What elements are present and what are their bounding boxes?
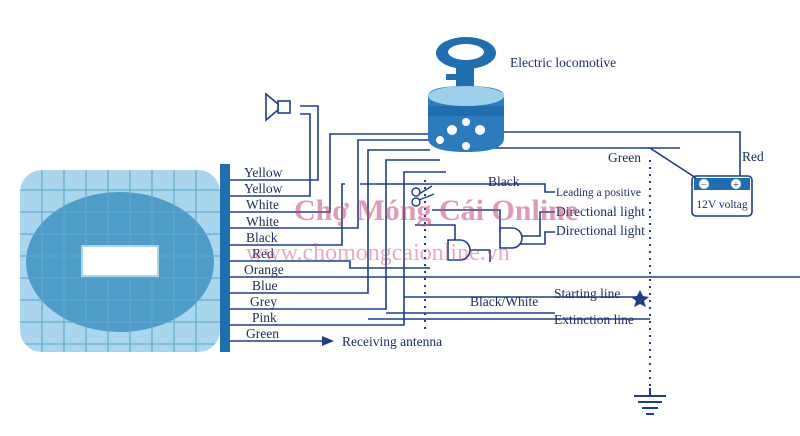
battery-neg-wire	[647, 147, 697, 179]
extinction-line-label: Extinction line	[554, 312, 634, 327]
starting-line-label: Starting line	[554, 286, 620, 301]
directional-light-1-label: Directional light	[556, 204, 645, 219]
watermark: Chợ Móng Cái Online www.chomongcaionline…	[246, 194, 578, 266]
watermark-line2: www.chomongcaionline.vn	[246, 240, 510, 266]
watermark-line1: Chợ Móng Cái Online	[294, 194, 578, 227]
black-label: Black	[488, 174, 520, 189]
wire-label-black: Black	[246, 230, 278, 245]
alarm-module	[20, 164, 230, 352]
dotted-guides	[424, 160, 651, 388]
directional-light-2-label: Directional light	[556, 223, 645, 238]
connector-bar	[220, 164, 230, 352]
wire-label-grey: Grey	[250, 294, 277, 309]
battery-label: 12V voltag	[696, 199, 747, 211]
left-wires	[230, 179, 330, 342]
scissors-icon	[411, 185, 435, 207]
wire-label-pink: Pink	[252, 310, 277, 325]
wire-label-white-2: White	[246, 214, 279, 229]
ground-icon	[634, 388, 666, 415]
receiving-antenna-label: Receiving antenna	[342, 334, 442, 349]
wire-label-yellow-1: Yellow	[244, 165, 283, 180]
battery-minus: −	[701, 180, 707, 191]
wire-network	[300, 105, 800, 326]
wire-label-blue: Blue	[252, 278, 278, 293]
arrow-icon	[322, 336, 334, 346]
battery: − + 12V voltag	[691, 175, 753, 217]
key-icon	[428, 37, 504, 152]
wire-label-yellow-2: Yellow	[244, 181, 283, 196]
wire-label-red: Red	[252, 246, 274, 261]
green-label: Green	[608, 150, 641, 165]
horn-icon	[265, 92, 291, 122]
black-white-label: Black/White	[470, 294, 538, 309]
wire-label-orange: Orange	[244, 262, 284, 277]
battery-plus: +	[733, 180, 739, 191]
leading-positive-label: Leading a positive	[556, 187, 641, 199]
wire-labels: Yellow Yellow White White Black Red Oran…	[244, 55, 764, 349]
wire-label-white-1: White	[246, 197, 279, 212]
red-label: Red	[742, 149, 764, 164]
relay-icons	[447, 227, 523, 261]
electric-locomotive-label: Electric locomotive	[510, 55, 616, 70]
module-screen	[81, 245, 159, 277]
star-icon	[631, 290, 649, 307]
wire-label-green: Green	[246, 326, 279, 341]
